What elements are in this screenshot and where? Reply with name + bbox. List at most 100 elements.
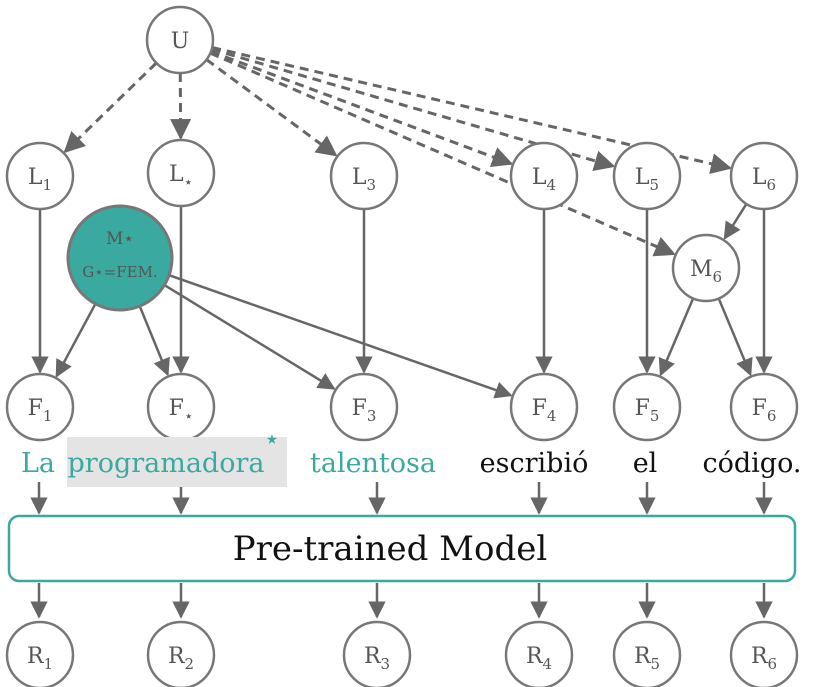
pretrained-model-label: Pre-trained Model (233, 529, 547, 569)
word-2: programadora (68, 448, 265, 479)
node-label: R2 (168, 644, 194, 673)
node-label-base: F (28, 396, 43, 421)
node-label-base: R (526, 644, 544, 669)
node-label-subscript: ⋆ (184, 173, 193, 191)
node-label-subscript: 4 (547, 176, 557, 194)
node-label: R4 (526, 644, 552, 673)
node-label: L6 (752, 165, 776, 194)
mstar-line1: M⋆ (106, 229, 134, 249)
node-F5: F5 (612, 372, 682, 442)
word-star-marker: ⋆ (264, 424, 281, 455)
edge-U-L1 (63, 61, 158, 154)
node-label-base: F (635, 396, 650, 421)
edge-MS-Fs (138, 305, 170, 377)
node-circle-filled (66, 204, 174, 312)
node-label-base: R (634, 644, 652, 669)
node-label-subscript: 1 (44, 655, 54, 673)
node-label-subscript: 6 (712, 268, 722, 286)
node-label-base: R (364, 644, 382, 669)
node-label-base: R (751, 644, 769, 669)
pretrained-model-box (7, 514, 797, 583)
node-label: L⋆ (169, 162, 193, 191)
node-circle (329, 372, 399, 442)
node-circle (504, 620, 574, 687)
node-label: L4 (532, 165, 556, 194)
node-label: F5 (635, 396, 660, 425)
node-L6: L6 (729, 141, 799, 211)
word-4: escribió (480, 448, 589, 479)
mstar-line2: G⋆=FEM. (82, 263, 157, 281)
node-label-subscript: 6 (767, 176, 777, 194)
node-L5: L5 (612, 141, 682, 211)
node-circle (5, 372, 75, 442)
edge-U-L3 (205, 58, 338, 157)
node-label: F6 (752, 396, 777, 425)
node-Mstar: M⋆ G⋆=FEM. (66, 204, 174, 312)
node-circle (146, 138, 216, 208)
node-R3: R3 (342, 620, 412, 687)
node-circle (671, 233, 741, 303)
node-label-subscript: 4 (543, 655, 553, 673)
node-label: U (171, 29, 190, 54)
node-circle (729, 372, 799, 442)
node-F1: F1 (5, 372, 75, 442)
node-label-base: R (168, 644, 186, 669)
node-circle (5, 141, 75, 211)
node-label-subscript: 6 (767, 407, 777, 425)
node-circle (342, 620, 412, 687)
node-label-base: F (752, 396, 767, 421)
node-label-subscript: 3 (367, 176, 377, 194)
edge-MS-F4 (168, 274, 513, 399)
node-circle (612, 141, 682, 211)
node-label-subscript: 1 (43, 176, 53, 194)
edge-U-M6 (209, 51, 676, 257)
node-Ls: L⋆ (146, 138, 216, 208)
node-label: F3 (352, 396, 377, 425)
node-label-subscript: 6 (768, 655, 778, 673)
pretrained-model-block: Pre-trained Model (7, 514, 797, 583)
node-circle (329, 141, 399, 211)
node-Fs: F⋆ (146, 372, 216, 442)
node-label-base: L (752, 165, 767, 190)
node-F6: F6 (729, 372, 799, 442)
node-label-subscript: 1 (43, 407, 53, 425)
node-circle (612, 620, 682, 687)
node-R4: R4 (504, 620, 574, 687)
node-F3: F3 (329, 372, 399, 442)
node-label-base: U (171, 29, 190, 54)
node-label-base: L (352, 165, 367, 190)
node-label: R1 (27, 644, 53, 673)
node-label: F4 (532, 396, 557, 425)
node-circle (509, 141, 579, 211)
node-label-base: M (690, 257, 713, 282)
node-U: U (145, 5, 215, 75)
node-label: R5 (634, 644, 660, 673)
word-1: La (21, 448, 55, 479)
node-R1: R1 (5, 620, 75, 687)
node-label-base: L (532, 165, 547, 190)
node-label: F⋆ (169, 396, 194, 425)
edge-U-L4 (210, 50, 514, 167)
word-3: talentosa (310, 448, 436, 479)
node-L4: L4 (509, 141, 579, 211)
node-label-subscript: 3 (367, 407, 377, 425)
node-label: L1 (28, 165, 52, 194)
word-highlight (67, 437, 287, 487)
node-L1: L1 (5, 141, 75, 211)
node-circle (145, 5, 215, 75)
word-5: el (633, 448, 658, 479)
node-label: F1 (28, 396, 53, 425)
node-label-subscript: 4 (547, 407, 557, 425)
edge-L6-M6 (723, 203, 748, 240)
edge-M6-F6 (717, 297, 753, 377)
node-circle (729, 141, 799, 211)
edge-M6-F5 (658, 297, 695, 377)
node-M6: M6 (671, 233, 741, 303)
node-label: R6 (751, 644, 777, 673)
node-circle (612, 372, 682, 442)
node-circle (509, 372, 579, 442)
node-circle (146, 620, 216, 687)
